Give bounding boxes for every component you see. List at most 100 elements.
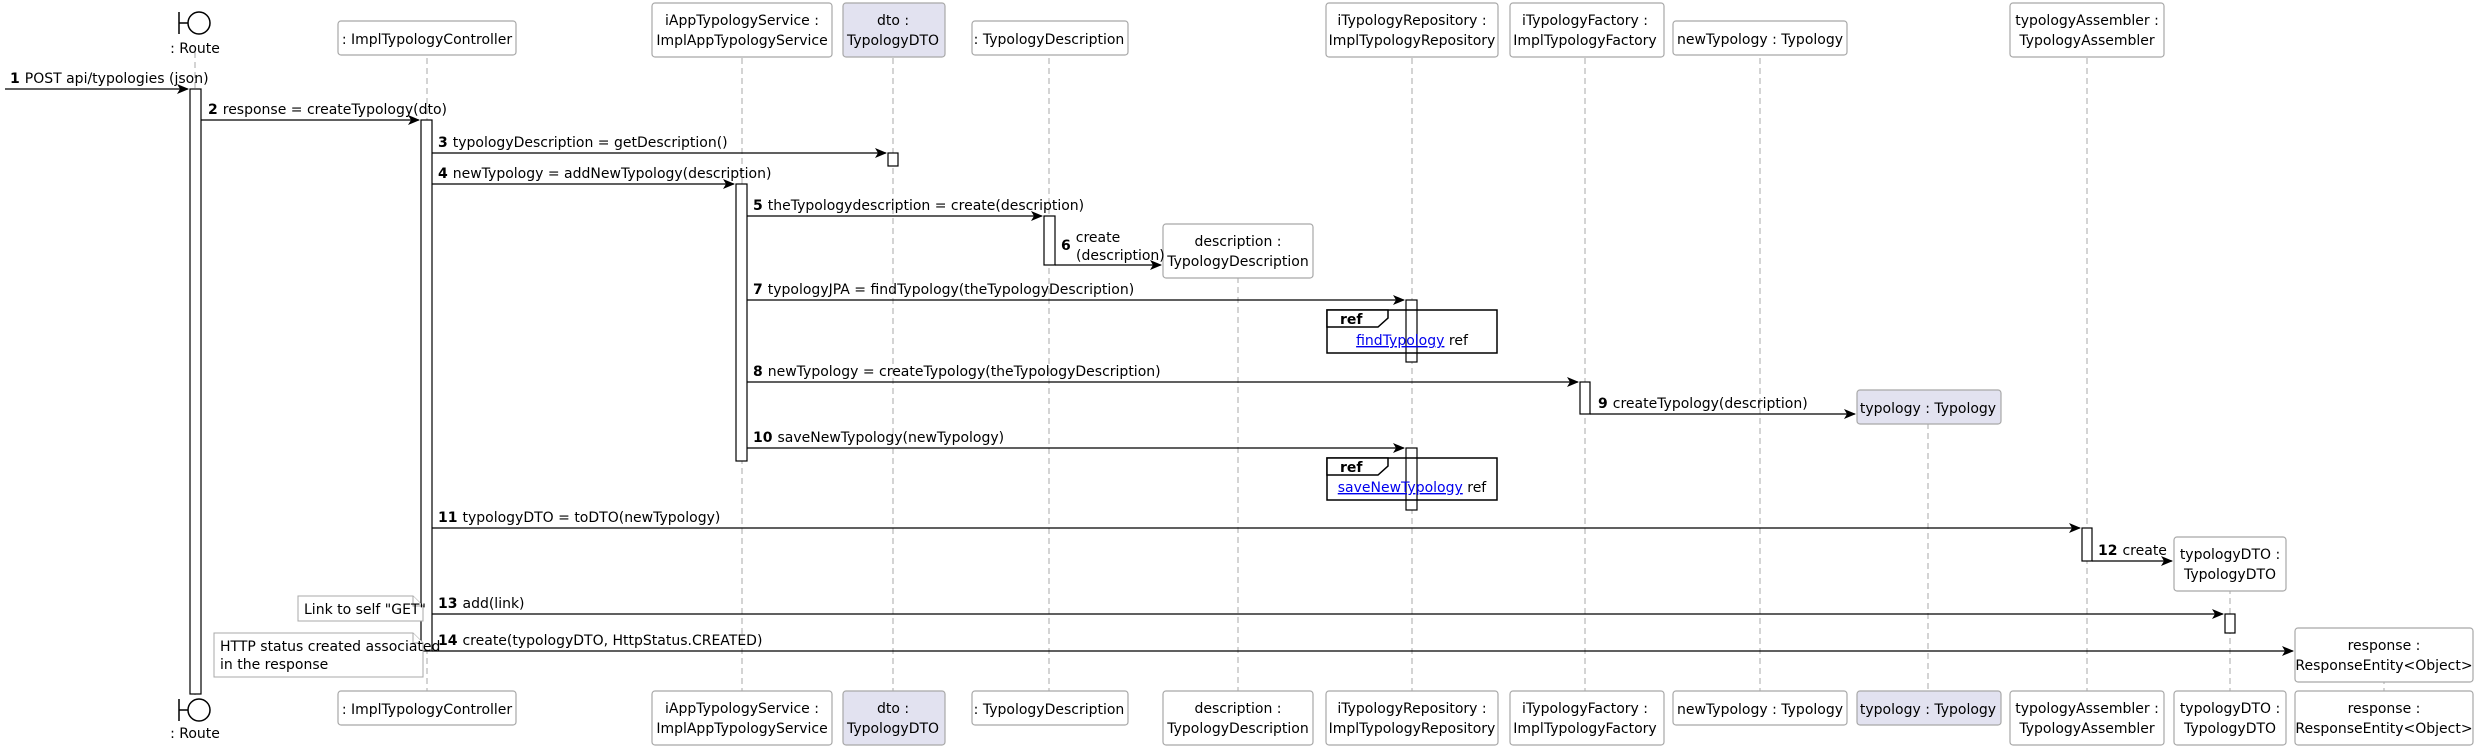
participant-label: ImplTypologyFactory bbox=[1513, 721, 1656, 737]
note-text: HTTP status created associated bbox=[220, 639, 440, 655]
participant-label: TypologyDTO bbox=[2183, 721, 2276, 737]
ref-tag: ref bbox=[1340, 312, 1363, 328]
participant-label: iTypologyRepository : bbox=[1337, 13, 1486, 29]
participant-svc-bottom: iAppTypologyService : ImplAppTypologyServ… bbox=[651, 690, 833, 746]
participant-label: ResponseEntity<Object> bbox=[2295, 658, 2472, 674]
participant-label: : Route bbox=[170, 726, 220, 742]
participant-tdesc-top: : TypologyDescription bbox=[971, 20, 1129, 56]
participant-route-bottom: : Route bbox=[170, 698, 220, 742]
participant-repo-bottom: iTypologyRepository : ImplTypologyReposit… bbox=[1325, 690, 1499, 746]
participant-label: ImplTypologyFactory bbox=[1513, 33, 1656, 49]
participant-label: typologyDTO : bbox=[2180, 547, 2280, 563]
ref-link-save-new-typology[interactable]: saveNewTypology bbox=[1338, 480, 1463, 496]
participant-label: : ImplTypologyController bbox=[342, 702, 513, 718]
activation-typology-dto bbox=[2224, 613, 2236, 634]
participant-label: ResponseEntity<Object> bbox=[2295, 721, 2472, 737]
activation-service bbox=[735, 183, 748, 462]
participant-typ-top: typology : Typology bbox=[1856, 389, 2002, 425]
participant-resp-bottom: response : ResponseEntity<Object> bbox=[2294, 690, 2474, 746]
participant-fact-top: iTypologyFactory : ImplTypologyFactory bbox=[1509, 2, 1665, 58]
participant-newtyp-bottom: newTypology : Typology bbox=[1672, 690, 1848, 726]
participant-label: ImplAppTypologyService bbox=[656, 721, 827, 737]
participant-label: iTypologyFactory : bbox=[1522, 13, 1648, 29]
svg-text:(description): (description) bbox=[1076, 248, 1165, 264]
boundary-icon bbox=[178, 11, 211, 35]
participant-label: TypologyDTO bbox=[846, 33, 939, 49]
note-text: Link to self "GET" bbox=[304, 602, 426, 618]
participant-label: description : bbox=[1194, 701, 1281, 717]
participant-desc-top: description :TypologyDescription bbox=[1162, 223, 1314, 279]
activation-repository-find bbox=[1405, 299, 1418, 363]
participant-newtyp-top: newTypology : Typology bbox=[1672, 20, 1848, 56]
participant-label: typology : Typology bbox=[1860, 702, 1996, 718]
activation-assembler bbox=[2081, 527, 2093, 562]
participant-label: newTypology : Typology bbox=[1677, 32, 1843, 48]
participant-fact-bottom: iTypologyFactory : ImplTypologyFactory bbox=[1509, 690, 1665, 746]
participant-label: iTypologyRepository : bbox=[1337, 701, 1486, 717]
participant-resp-top: response : ResponseEntity<Object> bbox=[2294, 627, 2474, 683]
participant-label: ImplTypologyRepository bbox=[1329, 721, 1496, 737]
activation-route bbox=[189, 88, 202, 695]
participant-label: ImplTypologyRepository bbox=[1329, 33, 1496, 49]
participant-label: response : bbox=[2348, 638, 2421, 654]
participant-label: TypologyAssembler bbox=[2018, 33, 2155, 49]
participant-label: TypologyAssembler bbox=[2018, 721, 2155, 737]
participant-label: response : bbox=[2348, 701, 2421, 717]
activation-typology-description bbox=[1043, 215, 1056, 266]
participant-route-top: : Route bbox=[170, 11, 220, 57]
boundary-icon bbox=[178, 698, 211, 722]
note-text: in the response bbox=[220, 657, 328, 673]
participant-label: description : bbox=[1194, 234, 1281, 250]
participant-label: iAppTypologyService : bbox=[665, 13, 819, 29]
participant-label: iTypologyFactory : bbox=[1522, 701, 1648, 717]
participant-tdesc-bottom: : TypologyDescription bbox=[971, 690, 1129, 726]
participant-repo-top: iTypologyRepository : ImplTypologyReposit… bbox=[1325, 2, 1499, 58]
participant-label: TypologyDescription bbox=[1166, 721, 1308, 737]
participant-label: iAppTypologyService : bbox=[665, 701, 819, 717]
participant-asm-top: typologyAssembler : TypologyAssembler bbox=[2009, 2, 2165, 58]
participant-tdto-top: typologyDTO : TypologyDTO bbox=[2173, 536, 2287, 592]
participant-ctrl-bottom: : ImplTypologyController bbox=[337, 690, 517, 726]
participant-typ-bottom: typology : Typology bbox=[1856, 690, 2002, 726]
ref-tag: ref bbox=[1340, 460, 1363, 476]
activation-repository-save bbox=[1405, 447, 1418, 511]
participant-tdto-bottom: typologyDTO : TypologyDTO bbox=[2173, 690, 2287, 746]
participant-asm-bottom: typologyAssembler : TypologyAssembler bbox=[2009, 690, 2165, 746]
participant-label: : ImplTypologyController bbox=[342, 32, 513, 48]
participant-desc-bottom: description : TypologyDescription bbox=[1162, 690, 1314, 746]
participant-label: : TypologyDescription bbox=[974, 702, 1125, 718]
activations bbox=[189, 88, 2236, 695]
participant-label: TypologyDTO bbox=[2183, 567, 2276, 583]
participant-label: typologyAssembler : bbox=[2015, 701, 2159, 717]
participant-svc-top: iAppTypologyService :ImplAppTypologyServ… bbox=[651, 2, 833, 58]
ref-frame-save: ref saveNewTypology ref bbox=[1326, 457, 1498, 501]
participant-label: typologyDTO : bbox=[2180, 701, 2280, 717]
participant-dto-bottom: dto :TypologyDTO bbox=[842, 690, 946, 746]
ref-link-find-typology[interactable]: findTypology bbox=[1356, 333, 1444, 349]
activation-controller bbox=[420, 119, 433, 652]
participant-label: typologyAssembler : bbox=[2015, 13, 2159, 29]
